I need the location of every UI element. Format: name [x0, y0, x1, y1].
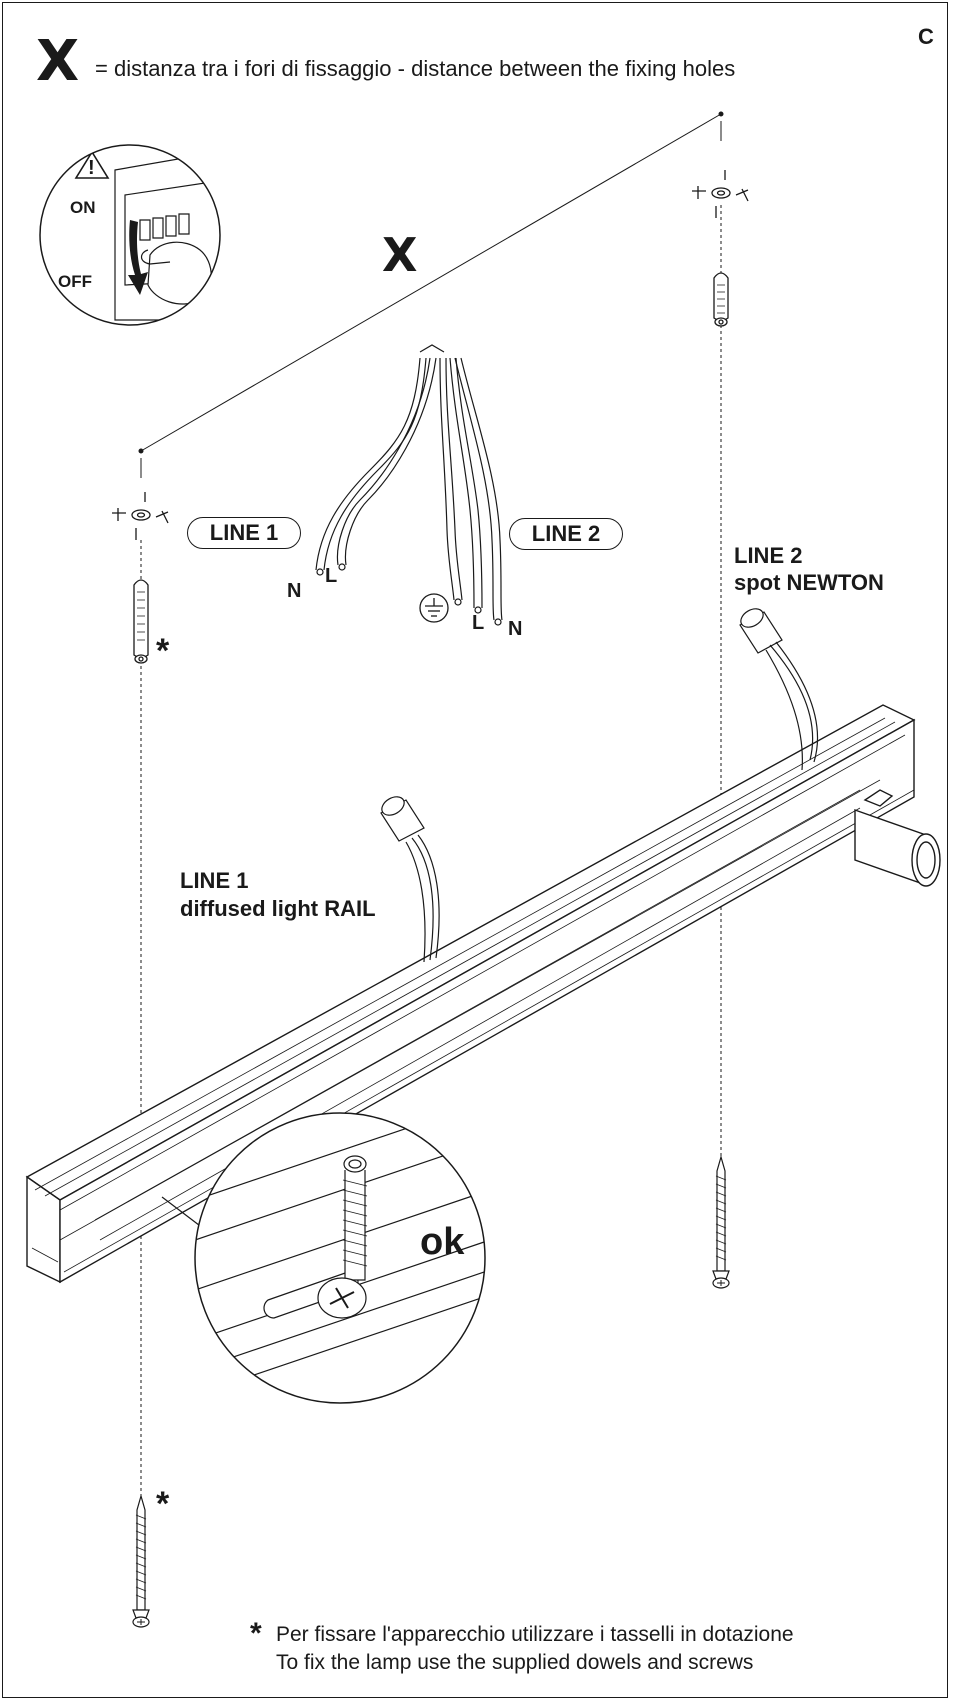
- warning-mark: !: [88, 157, 95, 179]
- page-letter: C: [918, 24, 934, 49]
- screw-right: [712, 1154, 730, 1289]
- connector-line1: [380, 796, 440, 963]
- distance-line: [138, 111, 724, 478]
- line1-tag: LINE 1: [187, 517, 301, 549]
- detail-circle-outline: [194, 1112, 486, 1404]
- legend-text: = distanza tra i fori di fissaggio - dis…: [95, 56, 736, 81]
- ceiling-hole-right: [692, 170, 749, 218]
- wire-l1: L: [325, 565, 338, 587]
- breaker-detail: [40, 145, 220, 325]
- screw-asterisk: *: [156, 1485, 170, 1523]
- screw-left: [132, 1493, 150, 1628]
- earth-symbol: [419, 593, 449, 623]
- connector-line2: [739, 608, 819, 771]
- footnote-english: To fix the lamp use the supplied dowels …: [276, 1651, 754, 1674]
- wire-n1: N: [287, 580, 302, 602]
- off-label: OFF: [58, 272, 92, 291]
- newton-spot: [854, 789, 941, 887]
- wire-n2: N: [508, 618, 523, 640]
- dowel-right: [713, 272, 729, 327]
- detail-ok-label: ok: [420, 1221, 465, 1263]
- on-label: ON: [70, 198, 96, 217]
- dowel-asterisk: *: [156, 632, 170, 670]
- footnote-asterisk: *: [250, 1617, 262, 1650]
- dowel-left: [133, 579, 149, 664]
- line1-callout-title: LINE 1: [180, 868, 249, 893]
- ceiling-hole-left: [112, 492, 169, 540]
- mains-wires: [315, 344, 503, 626]
- line2-callout-title: LINE 2: [734, 543, 803, 568]
- legend-symbol: X: [36, 29, 80, 94]
- line1-callout-sub: diffused light RAIL: [180, 896, 376, 921]
- footnote-italian: Per fissare l'apparecchio utilizzare i t…: [276, 1623, 794, 1646]
- wire-l2: L: [472, 612, 485, 634]
- line2-callout-sub: spot NEWTON: [734, 570, 884, 595]
- breaker-detail-outline: [39, 144, 221, 326]
- distance-marker: X: [382, 228, 418, 282]
- line2-tag: LINE 2: [509, 518, 623, 550]
